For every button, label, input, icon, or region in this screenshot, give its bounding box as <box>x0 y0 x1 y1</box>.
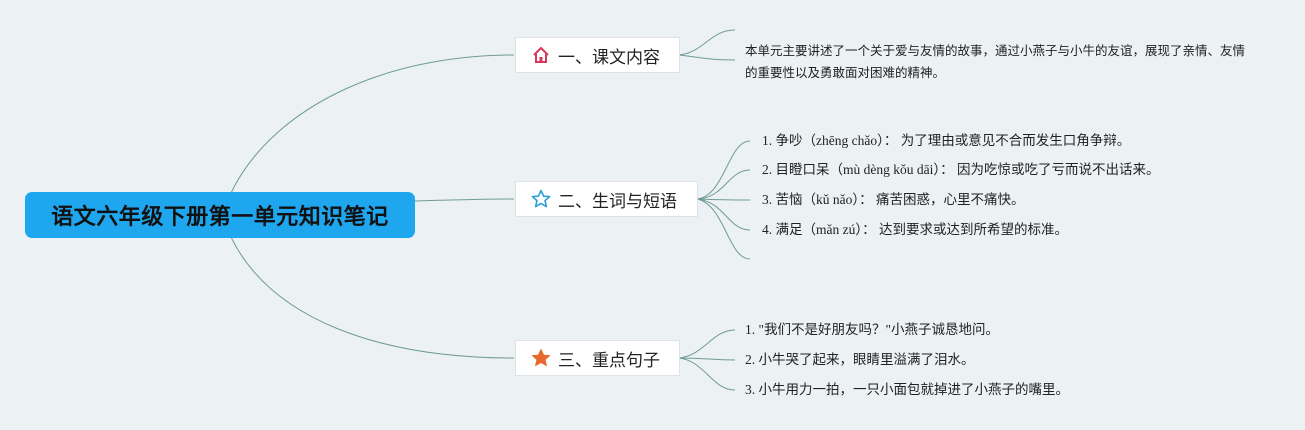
connector-branch-2-leaf-4 <box>696 198 751 231</box>
connector-branch-1-bottom <box>678 54 736 61</box>
star-outline-icon <box>530 188 552 210</box>
connector-branch-2-leaf-2 <box>696 169 751 200</box>
sentence-item: 3. 小牛用力一拍，一只小面包就掉进了小燕子的嘴里。 <box>745 382 1069 397</box>
connector-branch-3-leaf-1 <box>678 329 736 359</box>
connector-branch-3-leaf-2 <box>678 357 736 361</box>
connector-branch-2-tail <box>696 198 751 260</box>
branch-key-sentences[interactable]: 三、重点句子 <box>515 340 680 376</box>
sentence-item: 1. "我们不是好朋友吗？"小燕子诚恳地问。 <box>745 322 1000 337</box>
root-topic-label: 语文六年级下册第一单元知识笔记 <box>51 205 389 230</box>
connector-root-branch-2 <box>414 198 515 202</box>
vocabulary-item: 4. 满足（mǎn zú）： 达到要求或达到所希望的标准。 <box>762 222 1068 237</box>
branch-label: 一、课文内容 <box>558 47 660 68</box>
vocabulary-item: 3. 苦恼（kǔ nǎo）： 痛苦困惑，心里不痛快。 <box>762 192 1025 207</box>
lesson-summary-text: 本单元主要讲述了一个关于爱与友情的故事，通过小燕子与小牛的友谊，展现了亲情、友情… <box>745 43 1246 80</box>
star-filled-icon <box>530 347 552 369</box>
root-topic[interactable]: 语文六年级下册第一单元知识笔记 <box>25 192 415 238</box>
connector-branch-1-top <box>678 29 736 56</box>
sentence-item: 2. 小牛哭了起来，眼睛里溢满了泪水。 <box>745 352 975 367</box>
branch-vocabulary[interactable]: 二、生词与短语 <box>515 181 698 217</box>
house-icon <box>530 44 552 66</box>
connector-branch-3-leaf-3 <box>678 357 736 391</box>
vocabulary-item: 1. 争吵（zhēng chǎo）： 为了理由或意见不合而发生口角争辩。 <box>762 133 1131 148</box>
branch-label: 三、重点句子 <box>558 350 660 371</box>
vocabulary-item: 2. 目瞪口呆（mù dèng kǒu dāi）： 因为吃惊或吃了亏而说不出话来… <box>762 162 1160 177</box>
branch-lesson-content[interactable]: 一、课文内容 <box>515 37 680 73</box>
branch-label: 二、生词与短语 <box>558 191 677 212</box>
connector-branch-2-leaf-1 <box>696 140 751 200</box>
connector-root-branch-3 <box>229 234 515 359</box>
connector-branch-2-leaf-3 <box>696 198 751 201</box>
connector-root-branch-1 <box>229 54 515 196</box>
